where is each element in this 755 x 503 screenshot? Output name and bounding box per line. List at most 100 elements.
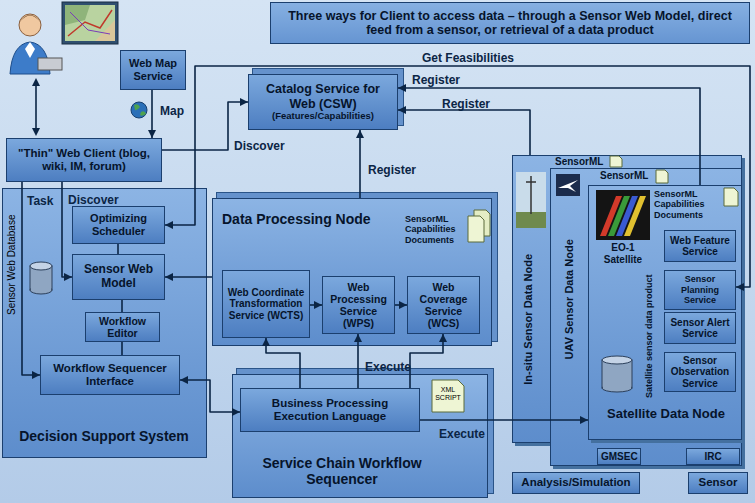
- text-holder: SensorML: [600, 170, 660, 182]
- uav-icon: [556, 174, 580, 196]
- connector: [118, 244, 119, 254]
- service-box: Web Coordinate Transformation Service (W…: [222, 270, 310, 338]
- label-holder: Register: [410, 70, 462, 88]
- service-box: Web Coverage Service (WCS): [407, 276, 480, 334]
- box-label: Web Coverage Service (WCS): [411, 281, 476, 329]
- connector: [148, 90, 156, 138]
- arrow-head: [148, 130, 156, 138]
- connector-line: [117, 244, 119, 254]
- process-box: Workflow Sequencer Interface: [40, 355, 180, 395]
- user-illustration: [10, 2, 118, 136]
- processing-panel: Data Processing NodeSensorML Capabilitie…: [212, 198, 492, 346]
- box-label: Sensor Alert Service: [668, 317, 732, 340]
- edge-label: Execute: [437, 428, 487, 442]
- database-label: Sensor Web Database: [6, 205, 18, 325]
- system-panel: Decision Support System Optimizing Schedu…: [2, 188, 207, 458]
- service-box: Web Map Service: [120, 50, 186, 90]
- label-holder: Register: [440, 94, 492, 112]
- database-icon: [602, 356, 632, 392]
- globe-icon: [131, 102, 147, 118]
- arrow-head: [240, 98, 248, 106]
- label-holder: Register: [366, 160, 418, 178]
- arrow-head: [398, 84, 406, 92]
- system-box: GMSEC: [597, 448, 641, 465]
- box-label: Web Coordinate Transformation Service (W…: [226, 287, 306, 322]
- box-label: Sensor: [692, 476, 744, 489]
- text-holder: Service Chain Workflow Sequencer: [262, 455, 422, 487]
- service-box: Sensor Observation Service: [664, 352, 736, 392]
- panel-heading: SensorML: [600, 170, 660, 182]
- edge-label: Execute: [363, 361, 413, 375]
- box-label: GMSEC: [601, 451, 637, 463]
- text-holder: SensorML Capabilities Documents: [654, 189, 722, 220]
- service-box: Web Feature Service: [664, 230, 736, 262]
- xml-document-icon: [432, 380, 464, 412]
- box-label: Workflow Sequencer Interface: [44, 362, 176, 388]
- box-label: Sensor Planning Service: [668, 274, 732, 305]
- box-label: Web Feature Service: [668, 235, 732, 258]
- service-box: Sensor Alert Service: [664, 312, 736, 344]
- title-text: Three ways for Client to access data – t…: [277, 9, 743, 38]
- edge-label: Discover: [232, 140, 287, 154]
- box-label: Workflow Editor: [89, 315, 156, 339]
- catalog-box: Catalog Service for Web (CSW)(Features/C…: [248, 74, 398, 130]
- edge-label: Map: [158, 105, 186, 119]
- document-icon: [724, 188, 738, 206]
- panel-heading: Decision Support System: [10, 428, 198, 444]
- panel-heading: Data Processing Node: [222, 211, 402, 227]
- system-box: Sensor: [688, 472, 748, 494]
- edge-label: Register: [410, 74, 462, 88]
- panel-heading: Satellite Data Node: [596, 407, 736, 422]
- text-holder: Decision Support System: [10, 428, 198, 444]
- box-label: "Thin" Web Client (blog, wiki, IM, forum…: [10, 147, 158, 173]
- connector-line: [357, 334, 359, 388]
- box-label: Business Processing Execution Language: [244, 397, 416, 423]
- box-label: Sensor Web Model: [76, 263, 161, 291]
- text-holder: SensorML: [555, 156, 615, 168]
- panel-heading: SensorML Capabilities Documents: [405, 214, 467, 245]
- connector: [356, 130, 364, 198]
- edge-label: Get Feasibilities: [420, 52, 516, 66]
- panel-heading: Service Chain Workflow Sequencer: [262, 455, 422, 487]
- label-holder: Task: [25, 191, 55, 209]
- panel-heading: EO-1 Satellite: [594, 242, 652, 265]
- label-holder: Execute: [363, 357, 413, 375]
- text-holder: EO-1 Satellite: [594, 242, 652, 265]
- connector: [122, 300, 123, 312]
- box-label: Analysis/Simulation: [516, 476, 636, 489]
- edge-label: Register: [366, 164, 418, 178]
- label-holder: Map: [158, 101, 186, 119]
- text-holder: XML SCRIPT: [433, 386, 463, 402]
- text-holder: Satellite Data Node: [596, 407, 736, 422]
- box-label: Web Map Service: [124, 57, 182, 82]
- edge-label: Register: [440, 98, 492, 112]
- text-holder: SensorML Capabilities Documents: [405, 214, 467, 245]
- process-box: Optimizing Scheduler: [72, 206, 165, 244]
- panel-heading: SensorML: [555, 156, 615, 168]
- label-holder: Discover: [66, 190, 121, 208]
- script-label: XML SCRIPT: [433, 386, 463, 402]
- edge-label: Task: [25, 195, 55, 209]
- system-box: Analysis/Simulation: [512, 472, 640, 494]
- service-box: Web Processing Service (WPS): [322, 276, 395, 334]
- connector-line: [359, 130, 361, 198]
- connector-line: [398, 110, 530, 155]
- box-label: Optimizing Scheduler: [76, 212, 161, 237]
- panel-heading: SensorML Capabilities Documents: [654, 189, 722, 220]
- label-holder: Execute: [437, 424, 487, 442]
- document-icon: [610, 156, 622, 167]
- process-box: Sensor Web Model: [72, 254, 165, 300]
- system-box: IRC: [686, 448, 740, 465]
- connector: [122, 342, 123, 355]
- box-label: Catalog Service for Web (CSW): [252, 82, 394, 111]
- label-holder: Discover: [232, 136, 287, 154]
- process-box: Workflow Editor: [85, 312, 160, 342]
- label-holder: Get Feasibilities: [420, 48, 516, 66]
- box-label: IRC: [690, 451, 736, 463]
- box-label: Sensor Observation Service: [668, 355, 732, 390]
- arrow-head: [356, 130, 364, 138]
- box-label: Web Processing Service (WPS): [326, 281, 391, 329]
- connector-line: [121, 300, 123, 312]
